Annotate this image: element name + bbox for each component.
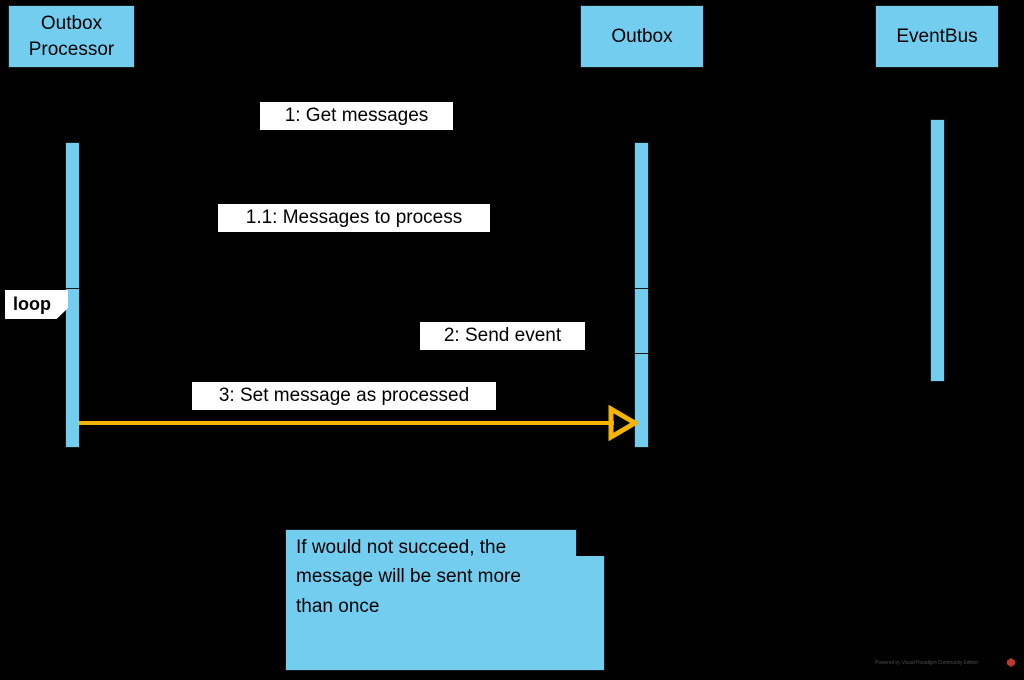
note-line-1: If would not succeed, the [296, 537, 507, 558]
lifeline-label-outbox-processor: Outbox Processor [29, 11, 115, 62]
message-arrow-head-3 [608, 404, 640, 442]
message-label-3[interactable]: 3: Set message as processed [192, 382, 496, 410]
watermark-text: Powered by Visual Paradigm Community Edi… [875, 660, 979, 666]
lifeline-label-line1: Outbox [40, 12, 103, 34]
note-text-retry: If would not succeed, the message will be… [296, 533, 596, 621]
fragment-tag-loop[interactable]: loop [5, 290, 68, 319]
note-line-3: than once [296, 595, 380, 617]
message-arrow-line-3[interactable] [79, 421, 614, 425]
activation-divider-outbox-processor [65, 288, 80, 289]
activation-bar-eventbus[interactable] [930, 119, 945, 382]
note-box-seam-patch [286, 555, 576, 558]
activation-bar-outbox[interactable] [634, 142, 649, 448]
lifeline-header-outbox[interactable]: Outbox [580, 5, 704, 68]
activation-divider-outbox-2 [634, 353, 649, 354]
lifeline-label-line2: Processor [28, 38, 115, 60]
watermark-logo-icon [1007, 658, 1015, 667]
activation-divider-outbox-1 [634, 288, 649, 289]
note-line-2: message will be sent more [296, 566, 521, 588]
message-label-1[interactable]: 1: Get messages [260, 102, 453, 130]
message-label-2[interactable]: 2: Send event [420, 322, 585, 350]
lifeline-header-outbox-processor[interactable]: Outbox Processor [8, 5, 135, 68]
lifeline-header-eventbus[interactable]: EventBus [875, 5, 999, 68]
note-box-bottom-segment [285, 556, 605, 671]
message-label-1-1[interactable]: 1.1: Messages to process [218, 204, 490, 232]
note-box-top-segment [285, 529, 577, 557]
